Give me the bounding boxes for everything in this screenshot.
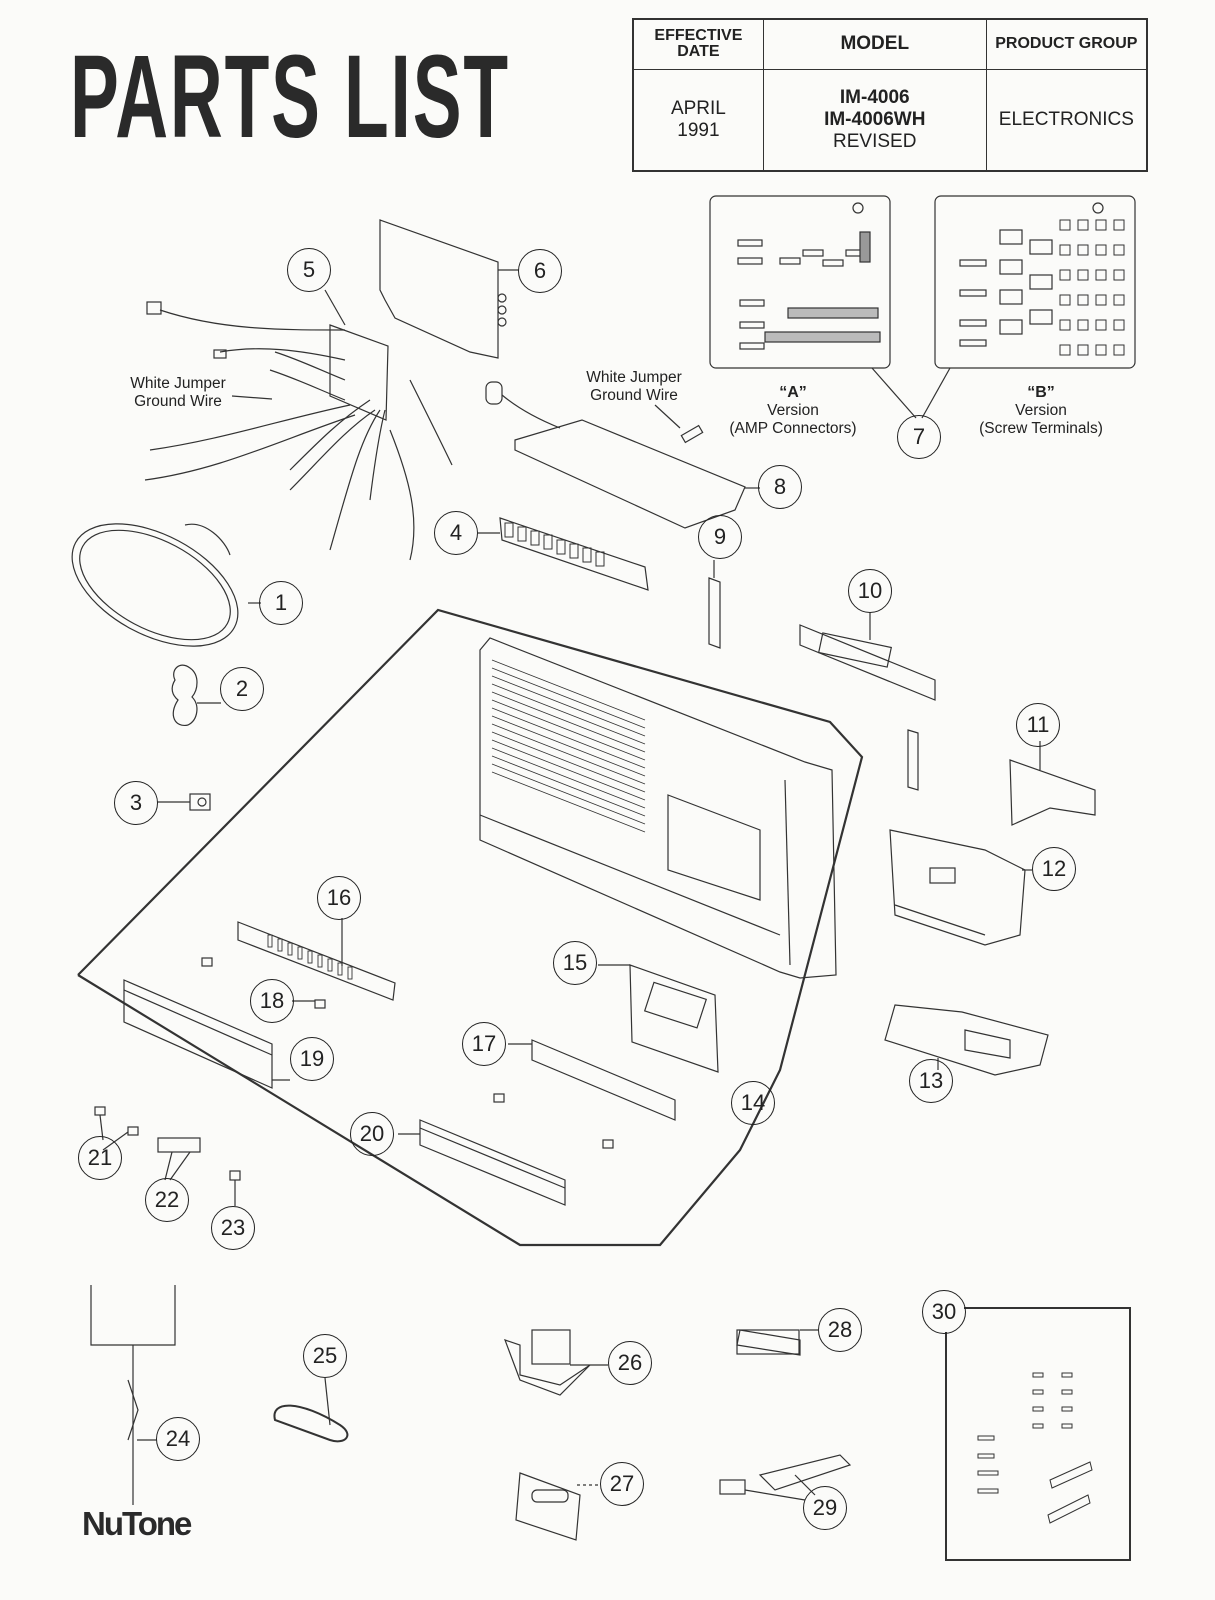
callout-22: 22: [145, 1178, 189, 1222]
part-28-connector-icon: [736, 1329, 801, 1356]
part-30-hardware-box: [945, 1307, 1131, 1561]
part-23-knob-icon: [229, 1170, 241, 1181]
callout-21: 21: [78, 1136, 122, 1180]
callout-25: 25: [303, 1334, 347, 1378]
callout-20: 20: [350, 1112, 394, 1156]
callout-19: 19: [290, 1037, 334, 1081]
version-b-label: “B” Version (Screw Terminals): [979, 384, 1103, 437]
part-2-buzzer-icon: [171, 664, 198, 727]
callout-27: 27: [600, 1462, 644, 1506]
part-11-board-icon: [1009, 759, 1096, 826]
part-15-door-panel-icon: [629, 964, 719, 1073]
model-values: IM-4006 IM-4006WH REVISED: [762, 68, 987, 172]
assembly-14-outline: [77, 608, 864, 1247]
callout-4: 4: [434, 511, 478, 555]
part-12-tape-mechanism-icon: [889, 829, 1026, 946]
callout-1: 1: [259, 581, 303, 625]
callout-12: 12: [1032, 847, 1076, 891]
callout-26: 26: [608, 1341, 652, 1385]
callout-9: 9: [698, 515, 742, 559]
callout-15: 15: [553, 941, 597, 985]
part-17-strip-icon: [531, 1039, 676, 1121]
callout-14: 14: [731, 1081, 775, 1125]
part-3-bracket-icon: [189, 793, 211, 811]
part-26-transformer-icon: [503, 1329, 591, 1396]
callout-2: 2: [220, 667, 264, 711]
part-16-button-strip-icon: [237, 921, 396, 1001]
part-8-board-icon: [485, 381, 746, 529]
part-6-board-icon: [379, 219, 507, 359]
part-19-front-trim-icon: [123, 979, 273, 1089]
speaker-icon: [71, 523, 239, 647]
part-25-belt-icon: [273, 1404, 349, 1443]
part-4-switch-bank-icon: [499, 517, 649, 591]
callout-5: 5: [287, 248, 331, 292]
callout-18: 18: [250, 979, 294, 1023]
callout-13: 13: [909, 1059, 953, 1103]
circuit-board-b-icon: [934, 195, 1136, 369]
version-a-label: “A” Version (AMP Connectors): [729, 384, 857, 437]
part-22-knob-set-icon: [157, 1137, 201, 1153]
callout-6: 6: [518, 249, 562, 293]
part-10-display-board-icon: [799, 624, 936, 791]
callout-7: 7: [897, 415, 941, 459]
effective-date-value: APRIL 1991: [632, 68, 764, 172]
part-13-board-icon: [884, 1004, 1049, 1076]
part-20-front-trim-icon: [419, 1119, 566, 1206]
part-18-clip-icon: [201, 957, 614, 1149]
callout-10: 10: [848, 569, 892, 613]
callout-3: 3: [114, 781, 158, 825]
page-title: PARTS LIST: [70, 31, 510, 163]
callout-11: 11: [1016, 703, 1060, 747]
header-info-table: EFFECTIVE DATE MODEL PRODUCT GROUP APRIL…: [632, 18, 1148, 172]
callout-8: 8: [758, 465, 802, 509]
circuit-board-a-icon: [709, 195, 891, 369]
wiring-harness-icon: [144, 301, 453, 561]
part-29-bracket-icon: [719, 1454, 852, 1495]
part-24-antenna-icon: [90, 1285, 176, 1505]
part-9-jack-board-icon: [708, 577, 721, 649]
callout-29: 29: [803, 1486, 847, 1530]
callout-23: 23: [211, 1206, 255, 1250]
intercom-master-unit-icon: [479, 637, 837, 979]
product-group-value: ELECTRONICS: [985, 68, 1148, 172]
callout-17: 17: [462, 1022, 506, 1066]
part-27-cassette-icon: [515, 1472, 581, 1541]
callout-16: 16: [317, 876, 361, 920]
nutone-logo: NuTone: [82, 1505, 192, 1542]
product-group-label: PRODUCT GROUP: [985, 18, 1148, 70]
callout-28: 28: [818, 1308, 862, 1352]
callout-30: 30: [922, 1290, 966, 1334]
callout-24: 24: [156, 1417, 200, 1461]
